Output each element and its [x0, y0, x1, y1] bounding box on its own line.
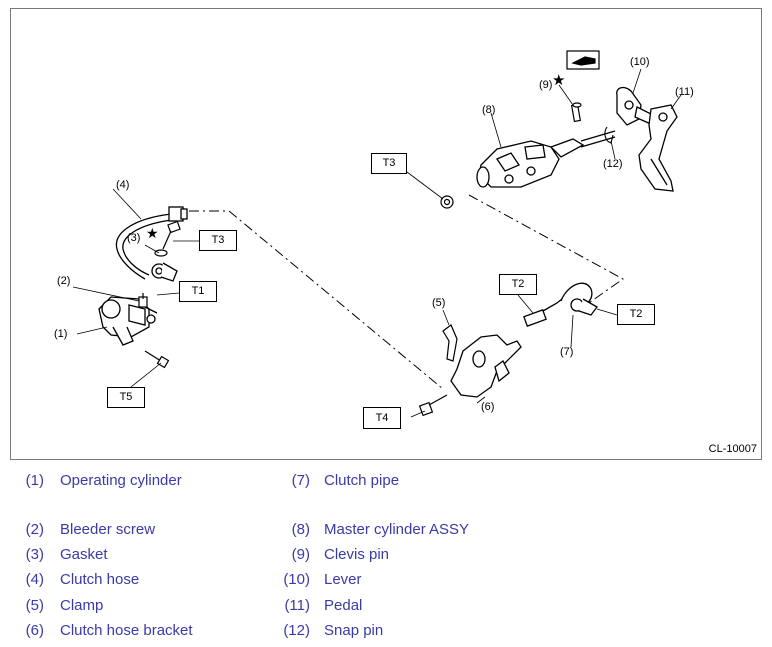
clutch-pipe-shape	[523, 282, 598, 327]
torque-label-t2-lower: T2	[617, 304, 655, 325]
callout-10: (10)	[630, 56, 650, 68]
clamp-shape	[442, 324, 458, 362]
callout-4: (4)	[116, 179, 130, 191]
torque-label-t1: T1	[179, 281, 217, 302]
pipe-route-line	[468, 194, 624, 306]
master-cylinder-shape	[476, 130, 616, 188]
legend-name: Clutch hose	[60, 571, 140, 588]
cylinder-bolt-shape	[144, 350, 170, 369]
legend-name: Gasket	[60, 546, 108, 563]
legend-name: Clutch hose bracket	[60, 622, 193, 639]
legend-number: (2)	[25, 521, 44, 538]
hose-route-line	[189, 210, 444, 390]
lever-shape	[616, 86, 658, 126]
legend-number: (4)	[25, 571, 44, 588]
callout-1: (1)	[54, 328, 68, 340]
legend-name: Pedal	[324, 597, 363, 614]
legend-name: Clamp	[60, 597, 104, 614]
callout-5: (5)	[432, 297, 446, 309]
torque-label-t3-master: T3	[371, 153, 407, 174]
snap-pin-shape	[604, 126, 614, 144]
torque-label-t5: T5	[107, 387, 145, 408]
clevis-pin-shape	[570, 102, 582, 123]
grease-symbol-box	[566, 50, 600, 70]
legend-name: Clutch pipe	[324, 472, 400, 489]
legend-number: (8)	[291, 521, 310, 538]
callout-8: (8)	[482, 104, 496, 116]
legend-name: Bleeder screw	[60, 521, 156, 538]
legend-name: Snap pin	[324, 622, 384, 639]
legend-name: Master cylinder ASSY	[324, 521, 470, 538]
legend-number: (3)	[25, 546, 44, 563]
callout-2: (2)	[57, 275, 71, 287]
legend-number: (9)	[291, 546, 310, 563]
pedal-shape	[638, 104, 678, 192]
master-nut-shape	[440, 195, 454, 209]
parts-legend: (1) Operating cylinder (2) Bleeder screw…	[0, 460, 772, 647]
legend-number: (12)	[283, 622, 310, 639]
legend-name: Clevis pin	[324, 546, 390, 563]
legend-number: (1)	[25, 472, 44, 489]
hose-bolt-shape	[154, 220, 181, 257]
callout-6: (6)	[481, 401, 495, 413]
figure-id-label: CL-10007	[708, 443, 757, 455]
parts-diagram: (4) (3) (2) (1) ★ (9) ★ (10) (11) (8) (1…	[10, 8, 762, 460]
callout-11: (11)	[675, 86, 694, 98]
bleeder-screw-shape	[138, 293, 148, 308]
bracket-bolt-shape	[418, 394, 448, 417]
hose-bracket-shape	[450, 334, 522, 398]
clutch-hose-shape	[115, 206, 188, 282]
star-symbol-left: ★	[146, 225, 159, 241]
legend-number: (10)	[283, 571, 310, 588]
operating-cylinder-shape	[98, 296, 158, 346]
legend-number: (6)	[25, 622, 44, 639]
callout-9: (9)	[539, 79, 553, 91]
legend-number: (11)	[284, 597, 310, 614]
torque-label-t2-upper: T2	[499, 274, 537, 295]
torque-label-t4: T4	[363, 407, 401, 429]
torque-label-t3-hose: T3	[199, 230, 237, 251]
callout-3: (3)	[127, 232, 141, 244]
legend-number: (5)	[25, 597, 44, 614]
legend-name: Operating cylinder	[60, 472, 182, 489]
callout-12: (12)	[603, 158, 623, 170]
legend-name: Lever	[324, 571, 362, 588]
diagram-drawing	[72, 50, 682, 418]
star-symbol-right: ★	[552, 72, 566, 89]
callout-7: (7)	[560, 346, 574, 358]
legend-number: (7)	[291, 472, 310, 489]
